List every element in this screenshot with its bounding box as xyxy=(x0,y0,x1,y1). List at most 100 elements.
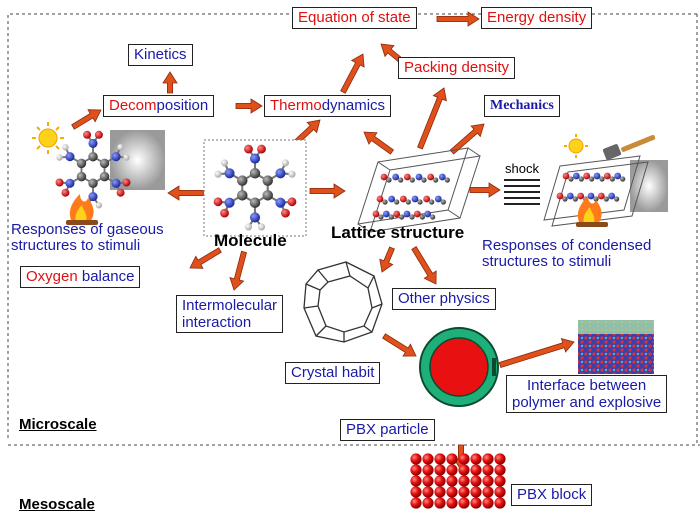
arrow-lattice-to-mechanics xyxy=(449,123,485,155)
sun-icon xyxy=(564,134,588,158)
pbx-block-ball xyxy=(458,464,470,476)
arrow-lattice-to-condensed xyxy=(469,182,501,198)
arrow-molecule-to-gaseous xyxy=(167,185,205,201)
kinetics-box: Kinetics xyxy=(128,44,193,66)
pbx-particle-box: PBX particle xyxy=(340,419,435,441)
pbx-block-ball xyxy=(410,464,422,476)
pbx-block-ball xyxy=(470,453,482,465)
pbx-block-ball xyxy=(482,464,494,476)
pbx-block-ball xyxy=(458,486,470,498)
arrow-eos-to-energy xyxy=(436,11,480,27)
arrow-lattice-to-thermo xyxy=(363,131,395,155)
sun-icon xyxy=(32,122,64,154)
pbx-block-ball xyxy=(446,464,458,476)
pbx-block-ball xyxy=(470,486,482,498)
pbx-block-ball xyxy=(410,497,422,509)
decomposition-box: Decomposition xyxy=(103,95,215,117)
pbx-block-ball xyxy=(422,486,434,498)
mesoscale-label: Mesoscale xyxy=(19,496,95,513)
flame-icon xyxy=(66,194,98,225)
pbx-block-ball xyxy=(470,464,482,476)
intermolecular-line2: interaction xyxy=(182,314,252,331)
interface-line2: polymer and explosive xyxy=(512,394,662,411)
pbx-block-ball xyxy=(446,497,458,509)
mechanics-box: Mechanics xyxy=(484,95,560,117)
pbx-block-ball xyxy=(422,453,434,465)
pbx-block-ball xyxy=(434,486,446,498)
pbx-block-ball xyxy=(470,497,482,509)
pbx-block-ball xyxy=(446,475,458,487)
pbx-block-ball xyxy=(494,486,506,498)
intermolecular-box: Intermolecular interaction xyxy=(176,295,284,333)
pbx-block-label: PBX block xyxy=(517,486,587,503)
arrow-particle-to-interface xyxy=(498,338,575,369)
arrow-lattice-to-habit xyxy=(379,246,395,273)
other-physics-label: Other physics xyxy=(398,290,490,307)
responses-gaseous-line1: Responses of gaseous xyxy=(11,221,164,238)
oxygen-balance-box: Oxygen balance xyxy=(20,266,141,288)
responses-condensed-line2: structures to stimuli xyxy=(482,253,612,270)
dynamics-label: dynamics xyxy=(321,97,386,114)
pbx-block-ball xyxy=(494,464,506,476)
arrow-lattice-to-other xyxy=(411,246,437,285)
pbx-block-ball xyxy=(446,486,458,498)
other-physics-box: Other physics xyxy=(392,288,496,310)
decom-label: Decom xyxy=(109,97,157,114)
pbx-block-ball xyxy=(458,453,470,465)
responses-condensed-text: Responses of condensed structures to sti… xyxy=(482,238,651,270)
pbx-block-ball xyxy=(434,475,446,487)
energy-density-box: Energy density xyxy=(481,7,593,29)
arrow-habit-to-particle xyxy=(382,333,417,357)
pbx-block-ball xyxy=(482,453,494,465)
intermolecular-line1: Intermolecular xyxy=(182,297,278,314)
pbx-block-ball xyxy=(434,453,446,465)
microscale-label: Microscale xyxy=(19,416,97,433)
energy-density-label: Energy density xyxy=(487,9,587,26)
arrow-gaseous-to-decomp xyxy=(71,109,102,130)
gaseous-response-icon xyxy=(32,122,165,225)
pbx-block-ball xyxy=(494,475,506,487)
pbx-block-ball xyxy=(410,453,422,465)
condensed-response-icon xyxy=(504,134,668,227)
pbx-block-ball xyxy=(494,453,506,465)
pbx-block-ball xyxy=(422,464,434,476)
pbx-block-ball xyxy=(470,475,482,487)
pbx-block-ball xyxy=(458,475,470,487)
pbx-block-ball xyxy=(458,497,470,509)
shock-label: shock xyxy=(505,161,539,176)
pbx-block-ball xyxy=(494,497,506,509)
pbx-particle-icon xyxy=(419,327,499,407)
molecule-icon xyxy=(203,139,307,237)
arrow-molecule-to-lattice xyxy=(309,183,346,199)
crystal-habit-label: Crystal habit xyxy=(291,364,375,381)
pbx-block-ball xyxy=(482,497,494,509)
flame-icon xyxy=(576,196,608,227)
pbx-block-ball xyxy=(482,486,494,498)
pbx-block-ball xyxy=(422,497,434,509)
thermodynamics-box: Thermodynamics xyxy=(264,95,392,117)
arrows-group xyxy=(71,11,575,471)
pbx-block-ball xyxy=(446,453,458,465)
arrow-decomp-to-thermo xyxy=(235,98,263,114)
responses-gaseous-text: Responses of gaseous structures to stimu… xyxy=(11,222,164,254)
balance-label: balance xyxy=(81,268,135,285)
thermo-label: Thermo xyxy=(270,97,322,114)
equation-of-state-label: Equation of state xyxy=(298,9,411,26)
position-label: position xyxy=(156,97,209,114)
arrow-thermo-to-eos xyxy=(340,53,365,94)
lattice-structure-label: Lattice structure xyxy=(331,223,465,242)
arrow-lattice-to-packing xyxy=(417,87,447,150)
crystal-habit-box: Crystal habit xyxy=(285,362,381,384)
pbx-block-ball xyxy=(482,475,494,487)
pbx-block-ball xyxy=(410,486,422,498)
packing-density-label: Packing density xyxy=(404,59,510,76)
pbx-block-ball xyxy=(410,475,422,487)
arrow-decomp-to-kinetics xyxy=(162,71,178,94)
interface-texture-icon xyxy=(578,320,654,374)
interface-line1: Interface between xyxy=(527,377,647,394)
pbx-block-ball xyxy=(434,464,446,476)
interface-box: Interface between polymer and explosive xyxy=(506,375,668,413)
kinetics-label: Kinetics xyxy=(134,46,187,63)
crystal-lattice-icon xyxy=(357,147,481,233)
